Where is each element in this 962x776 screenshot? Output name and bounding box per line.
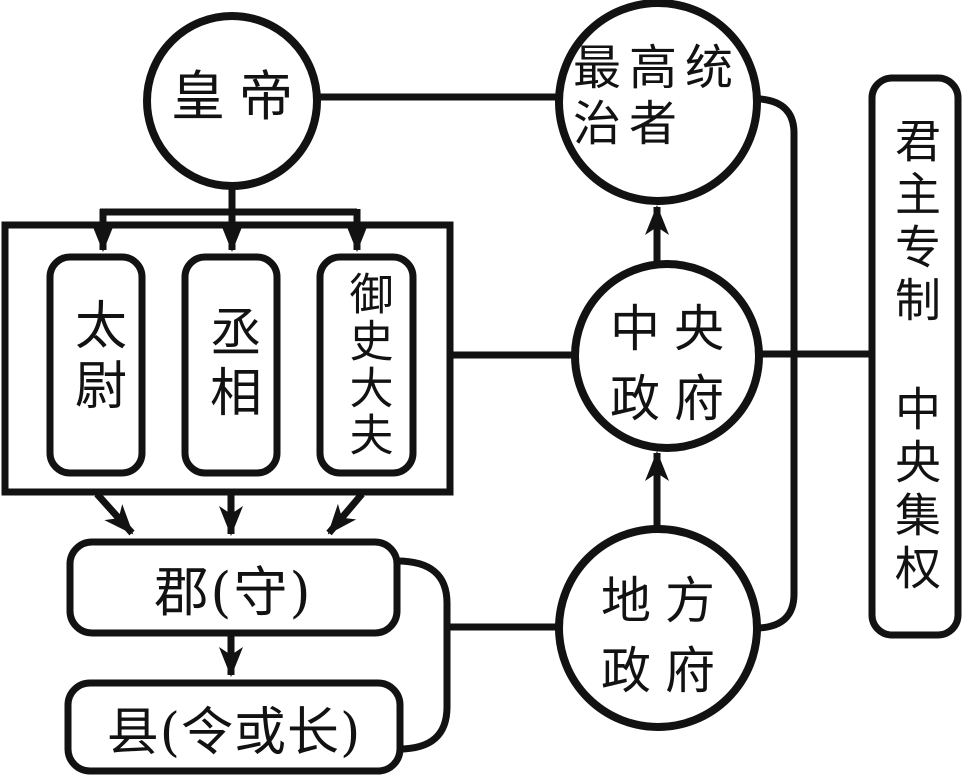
taiwei-box [46, 253, 146, 477]
jun-xian-brace [396, 557, 451, 753]
xian-box [64, 679, 404, 775]
edge-arrow-left-jun [94, 491, 135, 536]
chengxiang-box [181, 253, 281, 477]
local-government-line2: 政府 [601, 642, 729, 700]
supreme-ruler-line1: 最高统 [573, 40, 742, 96]
edge-arrow-right-jun [326, 491, 365, 536]
chengxiang-label: 丞相 [200, 305, 261, 425]
supreme-ruler-label: 最高统 治者 [573, 40, 759, 152]
local-government-line1: 地方 [601, 572, 729, 630]
supreme-ruler-circle [555, 0, 761, 205]
jun-label: 郡(守) [154, 561, 313, 624]
central-government-line2: 政府 [610, 370, 738, 428]
summary-line2: 中央集权 [888, 384, 942, 597]
central-government-line1: 中央 [610, 300, 738, 358]
summary-line1: 君主专制 [888, 116, 942, 329]
summary-label: 君主专制 中央集权 [872, 78, 958, 635]
central-government-label: 中央 政府 [557, 294, 777, 434]
emperor-circle [143, 12, 321, 190]
yushidafu-label: 御史大夫 [341, 271, 393, 459]
local-government-label: 地方 政府 [548, 566, 768, 706]
side-connector-supreme-local [758, 95, 798, 632]
emperor-label: 皇帝 [171, 65, 307, 128]
supreme-ruler-line2: 治者 [573, 96, 686, 152]
taiwei-label: 太尉 [65, 298, 126, 418]
xian-label: 县(令或长) [106, 702, 362, 763]
yushidafu-box [316, 253, 417, 477]
